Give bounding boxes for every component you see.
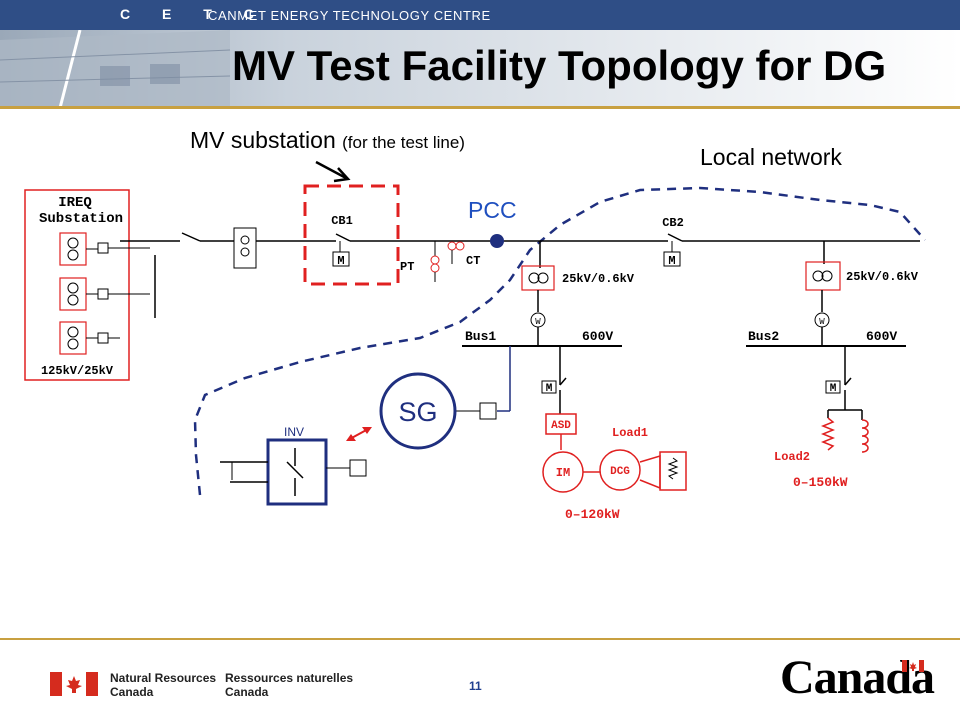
load1-resistor	[659, 451, 687, 491]
pcc-label: PCC	[468, 197, 517, 223]
wordmark-flag-icon	[902, 660, 924, 672]
synchronous-generator	[379, 372, 457, 450]
ireq-substation-box	[24, 189, 130, 381]
bus1-label: Bus1	[465, 329, 496, 344]
double-arrow-icon	[346, 427, 372, 441]
topology-diagram: IREQ Substation 125kV/25kV CB1 M PT	[24, 160, 926, 522]
substation-title: Substation	[39, 211, 123, 227]
load1-label: Load1	[612, 426, 648, 440]
sg-label: SG	[398, 397, 437, 427]
ireq-title: IREQ	[58, 195, 92, 211]
mv-substation-box	[303, 184, 400, 286]
breaker-icon	[667, 233, 683, 242]
load1-range: 0–120kW	[565, 507, 620, 522]
local-network-label: Local network	[700, 144, 842, 170]
bus1-voltage: 600V	[582, 329, 613, 344]
load2-resistor	[820, 417, 836, 451]
cb2-meter-label: M	[668, 254, 675, 268]
inv-breaker	[349, 459, 367, 477]
arrow-icon	[315, 160, 351, 183]
cb1-label: CB1	[331, 214, 353, 228]
cetc-logo: C E T C	[120, 6, 268, 22]
inv-label: INV	[284, 425, 304, 439]
ct-label: CT	[466, 254, 480, 268]
load2-meter-label: M	[830, 383, 837, 395]
department-name-en: Natural Resources Canada	[110, 671, 217, 699]
canada-flag-icon	[50, 672, 98, 696]
transformer-icon	[805, 261, 841, 291]
dc-generator	[599, 449, 641, 491]
pcc-node	[490, 234, 504, 248]
wattmeter1-label: W	[535, 317, 541, 327]
substation-rating: 125kV/25kV	[41, 364, 114, 378]
transformer-icon	[59, 321, 120, 355]
bus2-voltage: 600V	[866, 329, 897, 344]
header-divider	[0, 106, 960, 109]
canada-wordmark-text: Canada	[780, 651, 935, 704]
header-bar	[0, 0, 960, 30]
breaker-icon	[335, 233, 351, 242]
department-name-fr: Ressources naturelles Canada	[225, 671, 354, 699]
meter-icon	[541, 380, 557, 394]
org-name: CANMET ENERGY TECHNOLOGY CENTRE	[208, 8, 491, 23]
pt-transformer-icon	[430, 241, 440, 282]
page-number: 11	[469, 679, 482, 693]
asd-label: ASD	[551, 420, 571, 432]
bus2-label: Bus2	[748, 329, 779, 344]
dcg-label: DCG	[610, 466, 630, 478]
cb2-label: CB2	[662, 216, 684, 230]
canada-wordmark: Canada	[780, 650, 935, 705]
transformer-icon	[59, 232, 150, 266]
load1-meter-label: M	[546, 383, 553, 395]
pt-label: PT	[400, 260, 414, 274]
load2-range: 0–150kW	[793, 475, 848, 490]
mv-substation-note: (for the test line)	[342, 133, 465, 152]
mv-substation-text: MV substation	[190, 127, 336, 153]
wattmeter2-label: W	[819, 317, 825, 327]
mv-substation-label: MV substation (for the test line)	[190, 127, 465, 154]
transformer1-rating: 25kV/0.6kV	[562, 272, 635, 286]
slide-title: MV Test Facility Topology for DG	[232, 42, 887, 89]
load2-label: Load2	[774, 450, 810, 464]
transformer-icon	[59, 277, 150, 311]
disconnect-switch	[181, 232, 201, 242]
footer-divider	[0, 638, 960, 640]
meter-icon	[332, 251, 350, 267]
header-photo	[0, 30, 960, 108]
transformer-icon	[521, 265, 555, 291]
local-network-boundary	[193, 186, 926, 496]
load2-inductor	[861, 419, 869, 453]
ct-icon	[447, 241, 465, 264]
transformer2-rating: 25kV/0.6kV	[846, 270, 919, 284]
sg-breaker	[479, 402, 497, 420]
meter-icon	[825, 380, 841, 394]
meter-icon	[663, 251, 681, 267]
cb1-meter-label: M	[337, 254, 344, 268]
im-label: IM	[556, 466, 570, 480]
